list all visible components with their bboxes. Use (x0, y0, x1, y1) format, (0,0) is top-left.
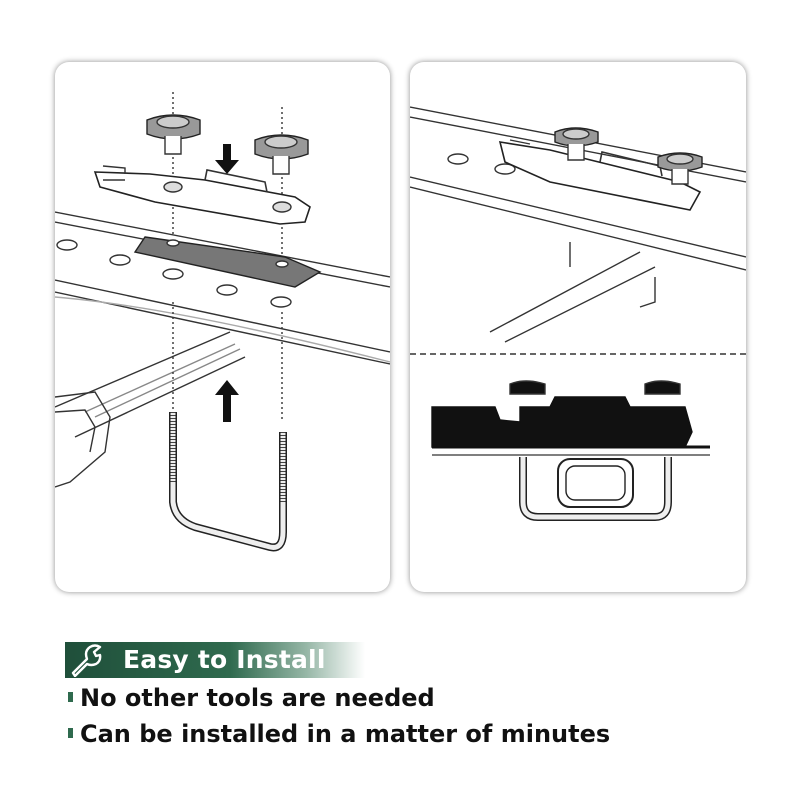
bullet-marker (68, 692, 73, 702)
installation-exploded-view (55, 62, 390, 592)
exploded-diagram (55, 92, 390, 552)
feature-text: No other tools are needed (80, 684, 435, 712)
installation-result-view (410, 62, 746, 592)
arrow-down-icon (215, 144, 239, 174)
installed-diagram (410, 106, 746, 521)
feature-text: Can be installed in a matter of minutes (80, 720, 611, 748)
feature-item: Can be installed in a matter of minutes (68, 720, 610, 748)
arrow-up-icon (215, 380, 239, 422)
wrench-icon (71, 644, 102, 677)
install-banner: Easy to Install (65, 642, 365, 678)
banner-title: Easy to Install (123, 645, 326, 674)
bullet-marker (68, 728, 73, 738)
feature-item: No other tools are needed (68, 684, 435, 712)
